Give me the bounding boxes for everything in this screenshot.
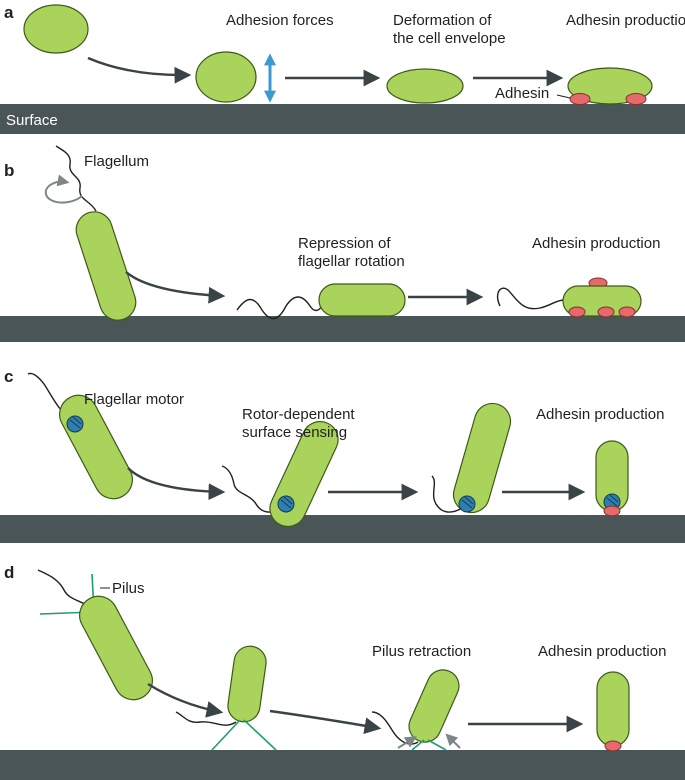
flagellum-rotation-arrow: [44, 174, 83, 204]
label-repression-1: Repression of: [298, 235, 391, 252]
arrow-b-approach: [125, 271, 226, 304]
label-rotor-2: surface sensing: [242, 424, 347, 441]
label-adhesin: Adhesin: [495, 85, 549, 102]
flagellum-b-final: [496, 287, 565, 310]
label-adhesin-production-a: Adhesin production: [566, 12, 685, 29]
pilus-d-3: [211, 719, 241, 751]
adhesin-b-3: [618, 306, 636, 318]
surface-bar-d: [0, 750, 685, 780]
label-flagellar-motor: Flagellar motor: [84, 391, 184, 408]
label-adhesion-forces: Adhesion forces: [226, 12, 334, 29]
arrow-c-approach: [127, 467, 226, 501]
label-adhesin-production-c: Adhesin production: [536, 406, 664, 423]
flagellum-c-2: [221, 465, 283, 513]
flagellum-d-2: [175, 711, 237, 726]
cell-a-contact: [195, 51, 257, 103]
adhesin-c: [603, 505, 621, 517]
flagellar-motor-icon: [66, 415, 84, 433]
pilus-d-5: [411, 739, 425, 751]
cell-c-3: [452, 402, 512, 514]
cell-d-swimming: [79, 595, 153, 701]
panel-c: c Flagellar motor Rotor-dependent surfac…: [0, 367, 685, 543]
cell-a-free: [23, 4, 89, 54]
flagellar-motor-icon-3: [458, 495, 476, 513]
arrow-a-approach: [87, 56, 192, 84]
cell-d-upright: [596, 671, 630, 747]
retraction-arrow-left: [397, 736, 418, 749]
label-adhesin-production-d: Adhesin production: [538, 643, 666, 660]
label-pilus: Pilus: [112, 580, 145, 597]
cell-d-attached: [227, 645, 267, 723]
label-rotor-1: Rotor-dependent: [242, 406, 355, 423]
panel-b: b Flagellum Repression of flagellar rota…: [0, 145, 685, 342]
label-adhesin-production-b: Adhesin production: [532, 235, 660, 252]
adhesin-a-2: [625, 93, 647, 105]
flagellum-b-stalled: [236, 296, 323, 320]
arrow-d-1: [269, 709, 382, 734]
arrow-d-approach: [147, 682, 224, 718]
panel-letter-b: b: [4, 161, 14, 180]
label-deformation-1: Deformation of: [393, 12, 492, 29]
panel-a: a Surface Adhesion forces Deformation of…: [0, 3, 685, 134]
adhesin-b-1: [568, 306, 586, 318]
adhesin-a-1: [569, 93, 591, 105]
surface-bar-a: [0, 104, 685, 134]
label-flagellum: Flagellum: [84, 153, 149, 170]
pilus-d-6: [427, 739, 447, 751]
panel-letter-a: a: [4, 3, 14, 22]
adhesin-d: [604, 740, 622, 752]
label-deformation-2: the cell envelope: [393, 30, 506, 47]
label-pilus-retraction: Pilus retraction: [372, 643, 471, 660]
flagellum-c-3: [431, 475, 463, 513]
cell-a-deformed: [386, 68, 464, 104]
adhesin-leader-line: [556, 94, 571, 99]
retraction-arrow-right: [445, 733, 461, 749]
surface-bar-c: [0, 515, 685, 543]
flagellum-b: [55, 145, 97, 212]
cell-b-attached: [318, 283, 406, 317]
panel-letter-c: c: [4, 367, 13, 386]
cell-d-retracting: [408, 669, 460, 743]
flagellar-motor-icon-2: [277, 495, 295, 513]
panel-letter-d: d: [4, 563, 14, 582]
label-repression-2: flagellar rotation: [298, 253, 405, 270]
pilus-d-4: [243, 719, 277, 751]
adhesin-b-2: [597, 306, 615, 318]
surface-label: Surface: [6, 112, 58, 129]
cell-b-swimming: [75, 211, 137, 321]
panel-d: d Pilus Pilus retraction Adhesin product…: [0, 563, 685, 780]
surface-bar-b: [0, 316, 685, 342]
